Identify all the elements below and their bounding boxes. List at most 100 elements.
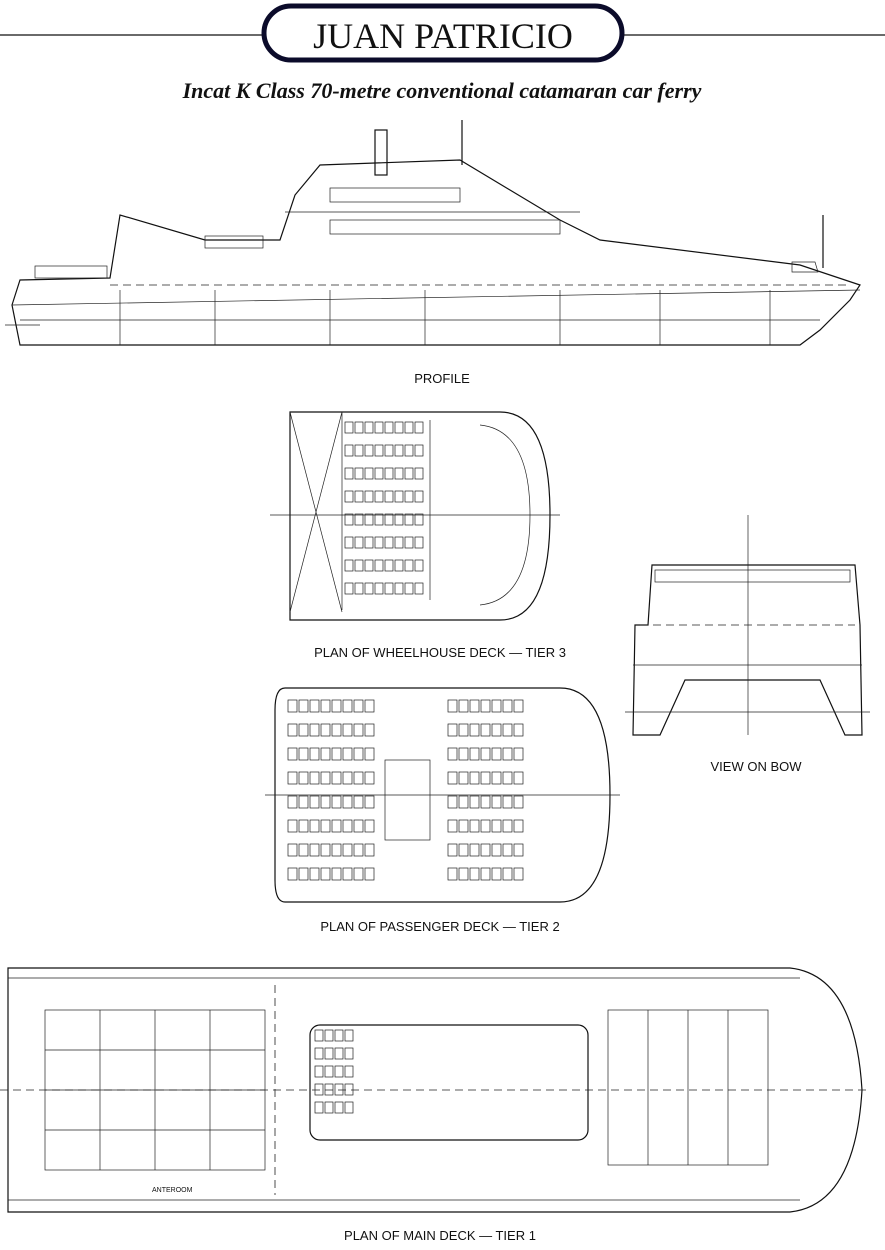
seat [320,843,331,857]
seat [309,867,320,881]
seat [480,723,491,737]
profile-drawing [5,120,861,346]
seat [491,699,502,713]
seat [447,867,458,881]
seat [342,723,353,737]
seat [374,513,384,526]
seat [354,490,364,503]
seat [480,867,491,881]
seat [394,559,404,572]
seat [364,771,375,785]
seat [447,747,458,761]
seat [364,843,375,857]
seat [491,867,502,881]
seat [458,747,469,761]
seat [447,819,458,833]
seat [331,771,342,785]
seat [320,771,331,785]
seat [344,582,354,595]
seat [344,1101,354,1114]
seat [320,819,331,833]
seat [309,699,320,713]
seat [309,771,320,785]
seat [354,513,364,526]
main-deck-plan: ANTEROOM [0,967,870,1213]
seat [502,795,513,809]
seat [491,843,502,857]
seat [414,559,424,572]
seat [447,771,458,785]
seat [491,747,502,761]
seat [334,1065,344,1078]
seat [298,771,309,785]
seat [491,771,502,785]
seat [384,582,394,595]
seat [344,421,354,434]
seat [384,513,394,526]
seat [324,1047,334,1060]
seat [513,819,524,833]
seat [404,490,414,503]
seat [513,771,524,785]
wheelhouse-label: PLAN OF WHEELHOUSE DECK — TIER 3 [314,645,566,660]
seat [469,699,480,713]
seat [364,467,374,480]
seat [491,819,502,833]
seat [480,819,491,833]
seat [287,771,298,785]
seat [309,747,320,761]
seat [513,723,524,737]
seat [447,699,458,713]
seat [384,559,394,572]
profile-label: PROFILE [414,371,470,386]
seat [344,1065,354,1078]
seat [342,771,353,785]
seat [447,795,458,809]
seat [414,490,424,503]
seat [324,1101,334,1114]
seat [309,723,320,737]
seat [342,747,353,761]
seat [513,867,524,881]
seat [353,723,364,737]
seat [469,795,480,809]
bow-view-label: VIEW ON BOW [711,759,803,774]
seat [344,444,354,457]
seat [331,819,342,833]
seat [334,1029,344,1042]
seat [320,867,331,881]
seat [480,747,491,761]
seat [447,723,458,737]
seat [353,795,364,809]
seat [287,723,298,737]
seat [344,467,354,480]
seat [298,843,309,857]
seat [480,699,491,713]
seat [353,771,364,785]
seat [334,1047,344,1060]
seat [364,421,374,434]
seat [342,795,353,809]
seat [344,559,354,572]
seat [469,843,480,857]
seat [404,559,414,572]
seat [364,444,374,457]
seat [513,699,524,713]
seat [314,1083,324,1096]
seat [353,819,364,833]
seat [394,513,404,526]
seat [354,421,364,434]
seat [331,723,342,737]
seat [513,795,524,809]
seat [404,467,414,480]
seat [502,699,513,713]
seat [364,867,375,881]
passenger-deck-label: PLAN OF PASSENGER DECK — TIER 2 [320,919,559,934]
seat [384,421,394,434]
seat [458,699,469,713]
seat [320,699,331,713]
seat [458,819,469,833]
seat [287,795,298,809]
seat [384,444,394,457]
seat [354,559,364,572]
